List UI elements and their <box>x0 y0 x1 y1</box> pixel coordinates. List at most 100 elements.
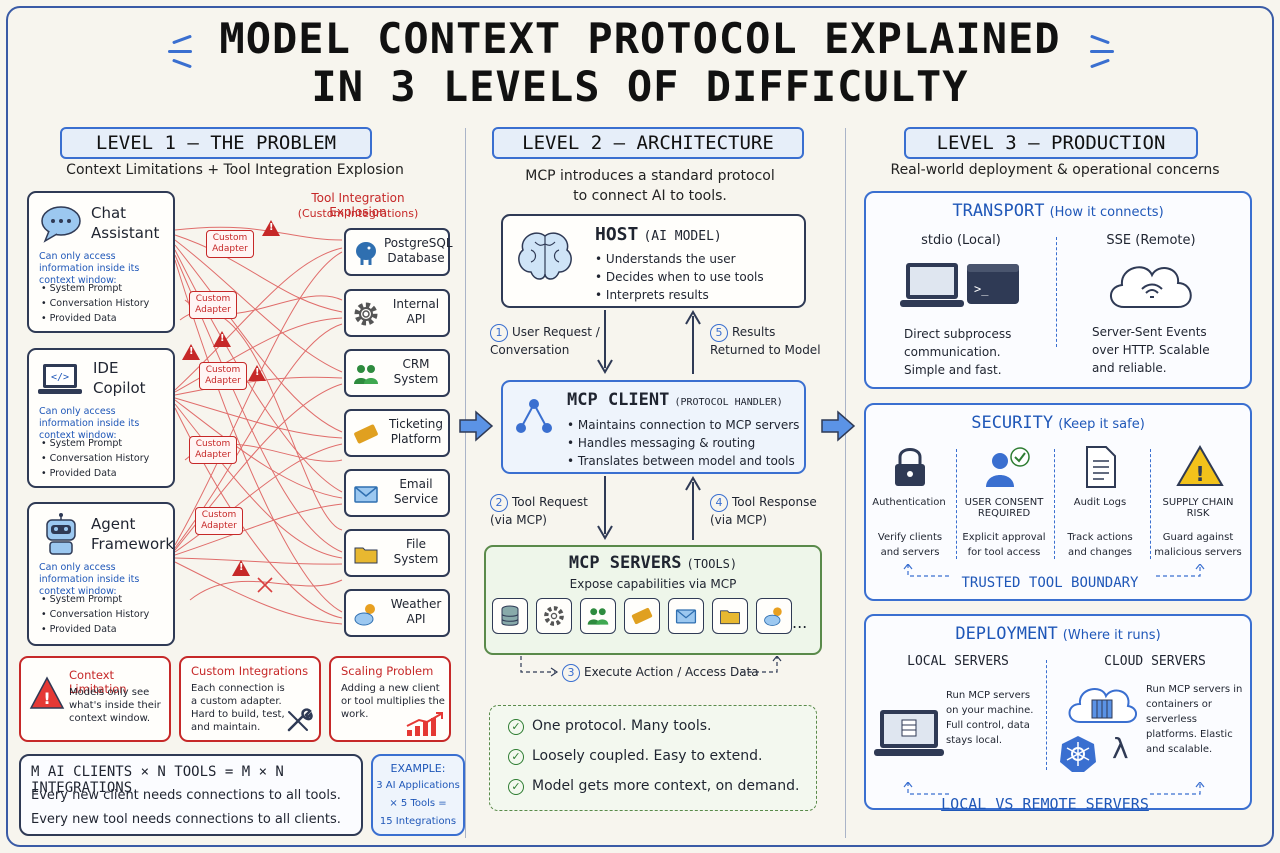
step-number: 1 <box>490 324 508 342</box>
level3-subtitle: Real-world deployment & operational conc… <box>890 162 1220 178</box>
svg-text:</>: </> <box>51 372 69 383</box>
custom-adapter-label: Custom Adapter <box>189 291 237 319</box>
local-servers-text: Run MCP servers on your machine. Full co… <box>946 690 1034 746</box>
check-icon: ✓ <box>508 749 524 765</box>
servers-title-row: MCP SERVERS (TOOLS) <box>486 553 820 573</box>
people-icon <box>580 598 616 634</box>
mcp-servers-title: MCP SERVERS <box>568 553 682 573</box>
mcp-client-box: MCP CLIENT (PROTOCOL HANDLER) Maintains … <box>501 380 806 474</box>
tool-label: Internal API <box>392 297 440 326</box>
deployment-title-row: DEPLOYMENT (Where it runs) <box>866 624 1250 644</box>
list-item: Interprets results <box>595 286 764 304</box>
deployment-title: DEPLOYMENT <box>955 624 1058 644</box>
wrench-icon <box>287 708 313 732</box>
custom-adapter-label: Custom Adapter <box>199 362 247 390</box>
benefit-item: ✓One protocol. Many tools. <box>508 718 711 735</box>
host-box: HOST (AI MODEL) Understands the user Dec… <box>501 214 806 308</box>
tool-email: Email Service <box>344 469 450 517</box>
client-ide-copilot: </> IDE Copilot Can only access informat… <box>27 348 175 488</box>
problem-text: Adding a new client or tool multiplies t… <box>341 683 445 720</box>
problem-title: Scaling Problem <box>341 664 434 678</box>
level2-heading: LEVEL 2 — ARCHITECTURE <box>492 127 804 159</box>
title-spark-icon <box>1090 50 1114 53</box>
tool-label: File System <box>393 537 439 566</box>
weather-icon <box>354 604 375 626</box>
benefit-item: ✓Model gets more context, on demand. <box>508 778 799 795</box>
folder-icon <box>354 547 378 564</box>
tool-weather: Weather API <box>344 589 450 637</box>
network-nodes-icon <box>516 399 552 433</box>
client-items: System Prompt Conversation History Provi… <box>41 281 150 326</box>
people-icon <box>354 365 378 384</box>
mcp-servers-tag: (TOOLS) <box>686 557 738 571</box>
security-item-name: USER CONSENT REQUIRED <box>964 497 1044 519</box>
list-item: Provided Data <box>41 466 149 481</box>
tool-label: Ticketing Platform <box>388 417 444 446</box>
client-name: IDE Copilot <box>93 359 146 397</box>
cloud-container-icon <box>1068 688 1137 723</box>
sse-label: SSE (Remote) <box>1106 233 1196 248</box>
user-check-icon <box>986 447 1030 487</box>
client-name: Chat Assistant <box>91 204 160 242</box>
formula-box: M AI CLIENTS × N TOOLS = M × N INTEGRATI… <box>19 754 363 836</box>
title-spark-icon <box>168 50 192 53</box>
tool-label: CRM System <box>393 357 439 386</box>
deployment-tag: (Where it runs) <box>1062 628 1161 643</box>
cloud-servers-label: CLOUD SERVERS <box>1104 654 1206 669</box>
mcp-client-tag: (PROTOCOL HANDLER) <box>674 397 783 408</box>
problem-scaling: Scaling Problem Adding a new client or t… <box>329 656 451 742</box>
list-item: Handles messaging & routing <box>567 434 799 452</box>
page-title-line2: IN 3 LEVELS OF DIFFICULTY <box>311 62 969 111</box>
client-items: System Prompt Conversation History Provi… <box>41 592 150 637</box>
security-item-name: Audit Logs <box>1073 497 1127 508</box>
list-item: System Prompt <box>41 592 149 607</box>
transport-divider <box>1056 237 1057 347</box>
tool-label: Weather API <box>390 597 442 626</box>
tool-internal-api: Internal API <box>344 289 450 337</box>
stdio-text: Direct subprocess communication. Simple … <box>904 327 1012 377</box>
folder-icon <box>712 598 748 634</box>
ticket-icon <box>354 424 378 444</box>
arrow-down-icon <box>597 310 613 374</box>
local-servers-label: LOCAL SERVERS <box>907 654 1009 669</box>
level3-heading: LEVEL 3 — PRODUCTION <box>904 127 1198 159</box>
envelope-icon <box>354 486 378 503</box>
security-item-text: Track actions and changes <box>1067 532 1133 558</box>
problem-title: Context Limitation <box>69 668 127 696</box>
example-box: EXAMPLE: 3 AI Applications × 5 Tools = 1… <box>371 754 465 836</box>
trusted-boundary-label: TRUSTED TOOL BOUNDARY <box>961 575 1139 591</box>
transport-box: TRANSPORT (How it connects) stdio (Local… <box>864 191 1252 389</box>
laptop-icon <box>900 263 964 307</box>
deployment-divider <box>1046 660 1047 770</box>
list-item: Maintains connection to MCP servers <box>567 416 800 434</box>
warning-icon <box>248 365 266 381</box>
check-icon: ✓ <box>508 779 524 795</box>
lambda-icon: λ <box>1112 732 1129 765</box>
warning-icon: ! <box>1176 445 1224 486</box>
document-icon <box>1086 446 1116 488</box>
column-divider <box>845 128 846 838</box>
more-tools-ellipsis: ... <box>792 613 808 632</box>
arrow-down-icon <box>597 476 613 540</box>
security-tag: (Keep it safe) <box>1058 417 1145 432</box>
step-number: 2 <box>490 494 508 512</box>
list-item: Conversation History <box>41 607 150 622</box>
warning-icon: ! <box>29 676 65 709</box>
client-title-row: MCP CLIENT (PROTOCOL HANDLER) <box>567 390 807 410</box>
host-title: HOST <box>595 224 639 245</box>
gear-icon <box>354 302 378 326</box>
deployment-arrows <box>903 782 1205 795</box>
svg-text:!: ! <box>43 689 50 708</box>
transport-title-row: TRANSPORT (How it connects) <box>866 201 1250 221</box>
formula-text1: Every new client needs connections to al… <box>31 788 341 803</box>
boundary-arrows <box>903 564 1205 577</box>
step-number: 3 <box>562 664 580 682</box>
problem-context-limitation: ! Context Limitation Models only see wha… <box>19 656 171 742</box>
stdio-label: stdio (Local) <box>921 233 1001 248</box>
formula-text2: Every new tool needs connections to all … <box>31 812 341 827</box>
list-item: Provided Data <box>41 622 149 637</box>
list-item: Understands the user <box>595 250 764 268</box>
client-chat-assistant: Chat Assistant Can only access informati… <box>27 191 175 333</box>
list-item: Provided Data <box>41 311 149 326</box>
